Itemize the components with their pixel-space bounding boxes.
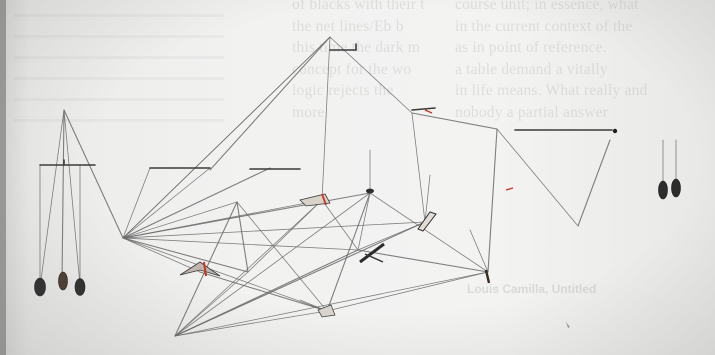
- hanging-bar: [412, 108, 435, 110]
- wire: [210, 37, 330, 170]
- wire: [123, 37, 330, 238]
- wire: [123, 238, 200, 272]
- leaf-weight: [75, 279, 85, 296]
- wire: [327, 272, 488, 311]
- leaf-weight: [59, 272, 68, 290]
- photo-frame-edge: [0, 0, 6, 355]
- mobile-pieces: [35, 110, 681, 328]
- wire: [578, 140, 610, 226]
- wire: [123, 238, 358, 250]
- wire: [488, 129, 497, 272]
- leaf-weight: [659, 181, 668, 199]
- wire: [322, 37, 330, 200]
- wire: [200, 272, 327, 311]
- wire: [175, 272, 488, 336]
- wire: [40, 110, 64, 287]
- wire: [412, 113, 425, 222]
- red-accent: [425, 110, 432, 113]
- wire: [175, 222, 425, 336]
- leaf-weight: [672, 179, 681, 197]
- dark-knot: [613, 129, 617, 133]
- wire: [237, 202, 248, 272]
- bowtie-piece: [180, 262, 220, 276]
- wire: [358, 250, 488, 272]
- wire: [412, 113, 497, 129]
- wire: [64, 110, 123, 238]
- dark-knot: [366, 189, 374, 194]
- wire: [62, 110, 64, 280]
- small-pointer-mark: [566, 322, 570, 328]
- hanging-bars: [40, 44, 612, 169]
- wire: [322, 200, 358, 250]
- wire: [64, 110, 80, 285]
- wire: [358, 222, 425, 250]
- wire: [330, 37, 412, 113]
- wire-network: [40, 37, 676, 336]
- red-accent: [506, 188, 513, 190]
- wire: [370, 193, 488, 272]
- leaf-weight: [35, 278, 46, 296]
- wire: [497, 129, 578, 226]
- wire: [327, 193, 370, 311]
- tilted-plate-piece: [418, 212, 436, 231]
- small-folded-piece: [318, 305, 335, 317]
